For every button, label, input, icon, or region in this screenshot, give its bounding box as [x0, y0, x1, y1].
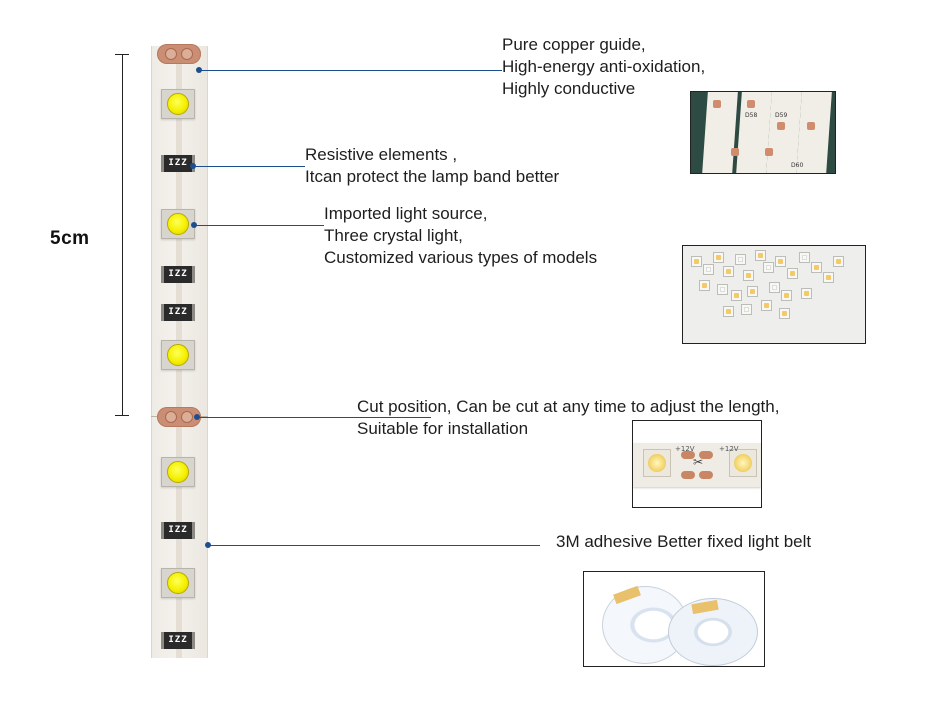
- led-chip: [161, 457, 195, 487]
- callout-adhesive-text: 3M adhesive Better fixed light belt: [556, 532, 812, 551]
- led-chip: [161, 340, 195, 370]
- cut-point-photo: +12V +12V ✂: [632, 420, 762, 508]
- led-chip: [161, 209, 195, 239]
- dimension-label: 5cm: [50, 228, 90, 249]
- callout-dot: [196, 67, 202, 73]
- scissors-icon: ✂: [693, 455, 704, 469]
- callout-dot: [205, 542, 211, 548]
- copper-pcb-photo: D58 D59 D60: [690, 91, 836, 174]
- dimension-line: [122, 54, 123, 416]
- callout-dot: [190, 163, 196, 169]
- callout-copper-text: Pure copper guide, High-energy anti-oxid…: [502, 35, 706, 98]
- leader-line: [195, 166, 305, 167]
- led-chips-photo: [682, 245, 866, 344]
- callout-dot: [191, 222, 197, 228]
- leader-line: [199, 417, 431, 418]
- led-chip: [161, 568, 195, 598]
- dimension-cap-top: [115, 54, 129, 55]
- callout-dot: [194, 414, 200, 420]
- adhesive-tape-photo: [583, 571, 765, 667]
- resistor: IZZ: [161, 632, 195, 649]
- resistor: IZZ: [161, 266, 195, 283]
- resistor: IZZ: [161, 304, 195, 321]
- resistor: IZZ: [161, 522, 195, 539]
- copper-pad-cut: [157, 407, 201, 427]
- callout-light-text: Imported light source, Three crystal lig…: [324, 204, 598, 267]
- leader-line: [210, 545, 540, 546]
- leader-line: [200, 70, 502, 71]
- leader-line: [196, 225, 324, 226]
- dimension-cap-bottom: [115, 415, 129, 416]
- led-chip: [161, 89, 195, 119]
- copper-pad-top: [157, 44, 201, 64]
- callout-resistor-text: Resistive elements , Itcan protect the l…: [305, 145, 560, 186]
- callout-cut-text: Cut position, Can be cut at any time to …: [357, 397, 780, 438]
